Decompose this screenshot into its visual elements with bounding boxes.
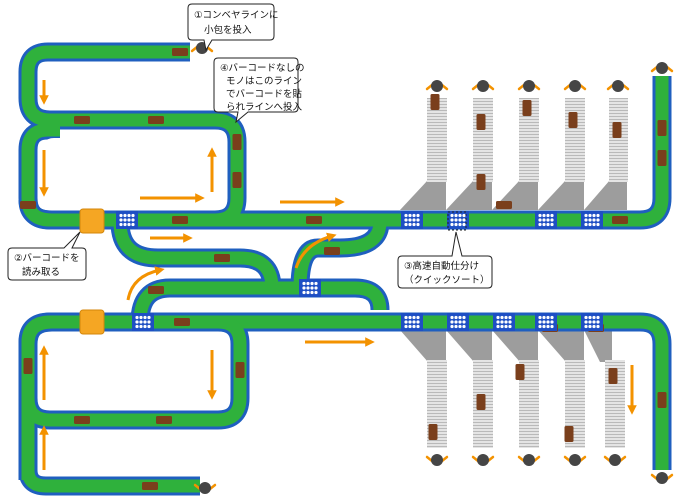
dot-matrix-sorter-icon — [581, 313, 603, 331]
parcel — [232, 134, 242, 150]
parcel — [172, 48, 188, 56]
dot-matrix-sorter-icon — [535, 313, 557, 331]
parcel — [428, 424, 438, 440]
parcel — [612, 122, 622, 138]
dot-matrix-sorter-icon — [535, 211, 557, 229]
parcel — [232, 172, 242, 188]
parcel — [148, 286, 164, 294]
parcel — [496, 201, 512, 209]
dot-matrix-sorter-icon — [493, 313, 515, 331]
dot-matrix-sorter-icon — [447, 313, 469, 331]
direction-arrows — [39, 80, 637, 470]
parcel — [172, 216, 188, 224]
parcel — [156, 416, 172, 424]
worker-topview-icon — [471, 452, 495, 468]
worker-topview-icon — [517, 78, 541, 94]
parcel — [515, 364, 525, 380]
parcel — [74, 116, 90, 124]
parcel — [657, 120, 667, 136]
barcode-scanners — [79, 208, 105, 335]
arrow-link-diag — [294, 232, 337, 269]
callout-step4-line4: られラインへ投入 — [226, 101, 303, 113]
dot-matrix-sorter-icon — [401, 313, 423, 331]
parcel — [214, 254, 230, 262]
dot-matrix-sorter-icon — [401, 211, 423, 229]
parcel — [324, 247, 340, 255]
parcel — [148, 116, 164, 124]
parcel — [174, 318, 190, 326]
parcel — [74, 416, 90, 424]
parcel — [568, 112, 578, 128]
callout-step3-line1: ③高速自動仕分け — [404, 260, 479, 272]
callout-step1: ①コンベヤラインに 小包を投入 — [187, 3, 279, 52]
parcel — [522, 100, 532, 116]
barcode-scanner-icon — [79, 309, 105, 335]
parcel — [306, 216, 322, 224]
callout-step3-highlight — [447, 211, 467, 231]
callout-step3-line2: （クイックソート） — [404, 274, 490, 286]
parcel — [20, 201, 36, 209]
barcode-scanner-icon — [79, 208, 105, 234]
callout-step1-line2: 小包を投入 — [204, 24, 252, 36]
parcel — [612, 216, 628, 224]
parcel — [23, 358, 33, 374]
worker-topview-icon — [425, 78, 449, 94]
dot-matrix-sorter-icon — [299, 279, 321, 297]
worker-topview-icon — [606, 78, 630, 94]
lower-chute-funnels — [400, 330, 612, 362]
worker-topview-icon — [517, 452, 541, 468]
dot-matrix-sorter-icon — [132, 313, 154, 331]
parcel — [564, 426, 574, 442]
worker-topview-icon — [563, 78, 587, 94]
worker-topview-icon — [650, 470, 674, 486]
callout-step4: ④バーコードなしの モノはこのライン でバーコードを貼 られラインへ投入 — [213, 57, 305, 124]
upper-chute-funnels — [400, 180, 627, 210]
worker-topview-icon — [650, 60, 674, 76]
upper-chute-rollers — [427, 98, 628, 182]
worker-topview-icon — [603, 452, 627, 468]
parcel — [430, 94, 440, 110]
worker-topview-icon — [425, 452, 449, 468]
callout-step2: ②バーコードを 読み取る — [7, 231, 87, 281]
callout-step1-line1: ①コンベヤラインに — [194, 10, 279, 21]
parcel — [235, 362, 245, 378]
parcel — [608, 368, 618, 384]
dot-matrix-sorter-icon — [116, 211, 138, 229]
callout-step2-line1: ②バーコードを — [14, 253, 80, 264]
parcel — [142, 482, 158, 490]
arrow-mid-up — [126, 266, 165, 301]
parcel — [657, 150, 667, 166]
worker-topview-icon — [471, 78, 495, 94]
callout-step4-line2: モノはこのライン — [226, 76, 302, 87]
lower-chutes — [400, 330, 625, 448]
callout-step3: ③高速自動仕分け （クイックソート） — [397, 211, 493, 289]
lower-chute-rollers — [427, 360, 625, 448]
parcel — [476, 114, 486, 130]
parcel — [476, 394, 486, 410]
conveyor-belts — [18, 42, 672, 496]
upper-chutes — [400, 98, 628, 210]
callout-step4-line1: ④バーコードなしの — [220, 63, 305, 74]
callout-step4-line3: でバーコードを貼 — [226, 88, 303, 100]
callout-step2-line2: 読み取る — [22, 266, 60, 278]
dot-matrix-sorter-icon — [581, 211, 603, 229]
parcel — [657, 392, 667, 408]
worker-topview-icon — [563, 452, 587, 468]
parcel — [476, 174, 486, 190]
